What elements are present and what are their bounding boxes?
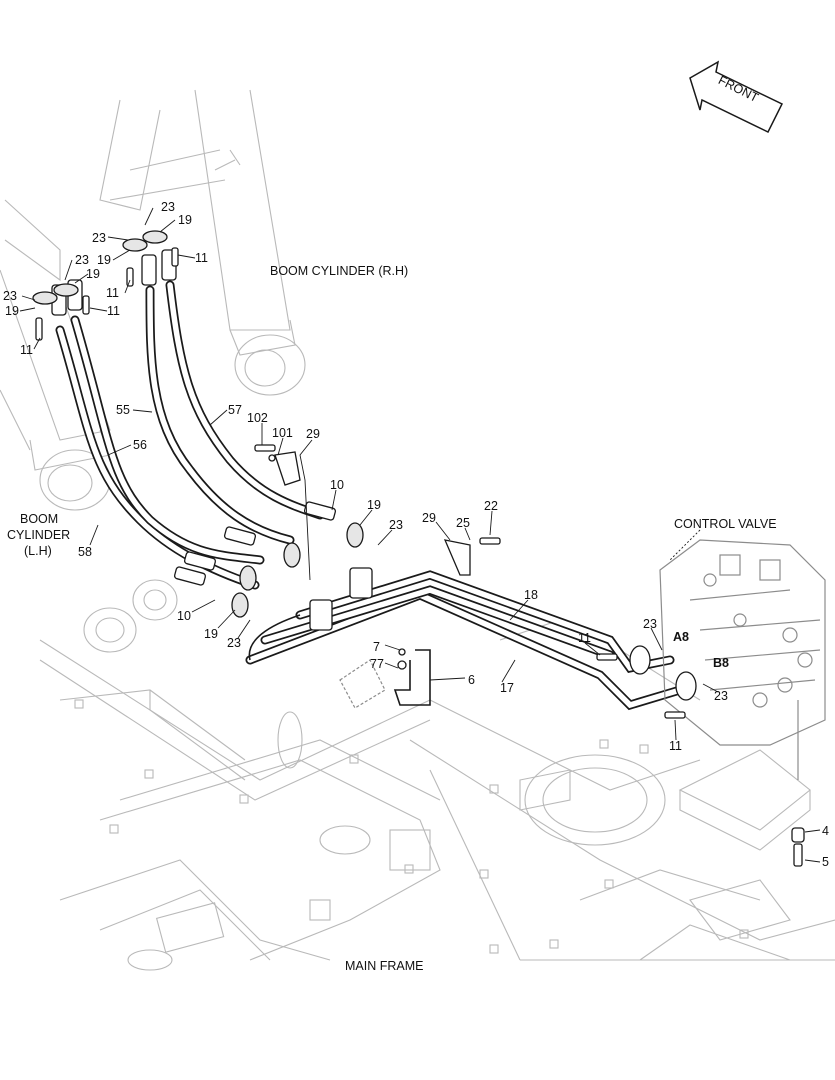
callout-11: 11	[578, 631, 591, 645]
port-b8-label: B8	[713, 656, 729, 670]
callout-11: 11	[20, 343, 33, 357]
callout-17: 17	[500, 681, 514, 695]
callout-23: 23	[161, 200, 175, 214]
callout-102: 102	[247, 411, 268, 425]
callout-19: 19	[204, 627, 218, 641]
callout-57: 57	[228, 403, 242, 417]
callout-18: 18	[524, 588, 538, 602]
callout-23: 23	[714, 689, 728, 703]
callout-19: 19	[367, 498, 381, 512]
callout-22: 22	[484, 499, 498, 513]
callout-10: 10	[177, 609, 191, 623]
callout-11: 11	[669, 739, 682, 753]
bolts	[35, 247, 686, 719]
callout-77: 77	[370, 657, 384, 671]
callout-numbers: 23 23 19 19 11 11 23 23 19 19 11 11 55 5…	[3, 200, 829, 869]
callout-29: 29	[422, 511, 436, 525]
callout-10: 10	[330, 478, 344, 492]
callout-55: 55	[116, 403, 130, 417]
main-frame-structure	[39, 579, 835, 971]
fittings	[32, 230, 697, 709]
boom-cylinder-lh-drawing	[0, 199, 111, 511]
callout-23: 23	[227, 636, 241, 650]
callout-4: 4	[822, 824, 829, 838]
callout-19: 19	[97, 253, 111, 267]
callout-56: 56	[133, 438, 147, 452]
boom-cylinder-lh-label-line3: (L.H)	[24, 544, 52, 558]
boom-cylinder-rh-drawing	[99, 89, 306, 396]
callout-6: 6	[468, 673, 475, 687]
callout-7: 7	[373, 640, 380, 654]
callout-19: 19	[86, 267, 100, 281]
callout-11: 11	[195, 251, 208, 265]
callout-23: 23	[389, 518, 403, 532]
control-valve-label: CONTROL VALVE	[674, 517, 777, 531]
callout-19: 19	[178, 213, 192, 227]
callout-23: 23	[3, 289, 17, 303]
callout-25: 25	[456, 516, 470, 530]
callout-101: 101	[272, 426, 293, 440]
callout-58: 58	[78, 545, 92, 559]
callout-23: 23	[643, 617, 657, 631]
boom-cylinder-lh-label-line2: CYLINDER	[7, 528, 70, 542]
port-a8-label: A8	[673, 630, 689, 644]
leader-lines	[19, 207, 821, 863]
callout-11: 11	[107, 304, 120, 318]
steel-pipes	[245, 570, 685, 711]
boom-cylinder-lh-label-line1: BOOM	[20, 512, 58, 526]
front-direction-arrow: FRONT	[689, 60, 784, 133]
callout-19: 19	[5, 304, 19, 318]
callout-23: 23	[92, 231, 106, 245]
callout-5: 5	[822, 855, 829, 869]
boom-cylinder-rh-label: BOOM CYLINDER (R.H)	[270, 264, 408, 278]
callout-29: 29	[306, 427, 320, 441]
main-frame-label: MAIN FRAME	[345, 959, 423, 973]
callout-11: 11	[106, 286, 119, 300]
titles: BOOM CYLINDER (R.H) BOOM CYLINDER (L.H) …	[7, 264, 777, 973]
callout-23: 23	[75, 253, 89, 267]
